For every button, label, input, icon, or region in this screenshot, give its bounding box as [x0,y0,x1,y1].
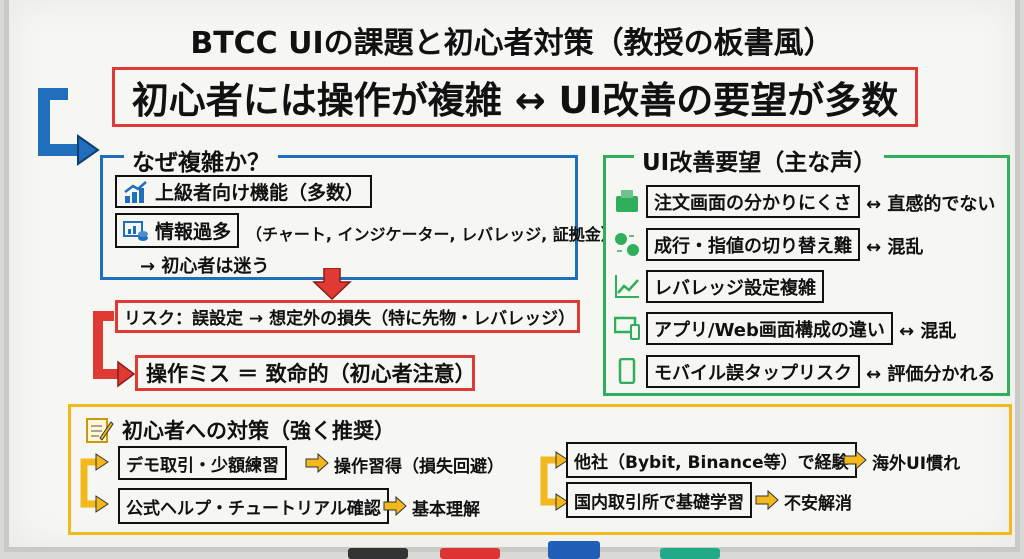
info-overload-detail: （チャート, インジケーター, レバレッジ, 証拠金） [246,225,617,244]
yellow-arrow-icon [305,453,329,473]
risk-box: リスク：誤設定 → 想定外の損失（特に先物・レバレッジ） [115,300,580,333]
ui-request-note: ↔ 直感的でない [866,194,996,215]
headline-box: 初心者には操作が複雑 ↔ UI改善の要望が多数 [112,67,918,127]
yellow-elbow-arrow-right-icon [540,451,569,511]
measure-demo-trading: デモ取引・少額練習 [118,446,287,480]
measures-box [68,404,1012,535]
switch-icon [615,233,639,256]
red-elbow-arrow-icon [93,311,136,388]
why-heading: なぜ複雑か？ [124,143,278,177]
ui-request-item: 成行・指値の切り替え難 [646,228,860,261]
yellow-arrow-icon [383,496,407,516]
advanced-features-item: 上級者向け機能（多数） [115,175,373,208]
measures-heading: 初心者への対策（強く推奨） [122,419,395,443]
measure-other-result: 海外UI慣れ [872,454,961,474]
measure-other-exchange: 他社（Bybit, Binance等）で経験 [566,442,857,478]
measure-domestic-result: 不安解消 [784,494,852,514]
mobile-icon [618,358,636,384]
page-title: BTCC UIの課題と初心者対策（教授の板書風） [190,26,834,61]
info-overload-item: 情報過多 [115,213,240,248]
ui-request-item: レバレッジ設定複雑 [646,270,824,303]
info-overload-label: 情報過多 [155,221,232,243]
ui-request-item: 注文画面の分かりにくさ [646,185,860,218]
ui-request-note: ↔ 混乱 [899,321,957,342]
ui-request-note: ↔ 混乱 [866,237,924,258]
marker-red[interactable] [440,548,500,559]
ui-request-item: モバイル誤タップリスク [646,355,860,388]
measure-official-help: 公式ヘルプ・チュートリアル確認 [118,488,389,524]
advanced-features-label: 上級者向け機能（多数） [155,182,365,204]
beginners-confused: → 初心者は迷う [140,256,270,277]
notepad-pencil-icon [86,418,114,443]
blue-elbow-arrow-icon [38,88,100,166]
yellow-arrow-icon [843,450,867,470]
eraser[interactable] [548,541,600,559]
yellow-arrow-icon [755,490,779,510]
bar-chart-icon [124,180,147,203]
ui-request-note: ↔ 評価分かれる [866,364,996,385]
operation-mistake-box: 操作ミス ＝ 致命的（初心者注意） [135,355,476,391]
monitor-coins-icon [123,220,148,241]
devices-icon [614,316,640,340]
measure-domestic-exchange: 国内取引所で基礎学習 [566,482,752,518]
marker-green[interactable] [660,548,720,559]
chart-line-icon [615,275,639,298]
red-down-arrow-icon [312,268,352,300]
order-screen-icon [616,190,638,212]
measure-help-result: 基本理解 [412,500,480,520]
ui-requests-heading: UI改善要望（主な声） [634,143,885,177]
ui-request-item: アプリ/Web画面構成の違い [646,312,893,345]
marker-black[interactable] [348,548,408,559]
measure-demo-result: 操作習得（損失回避） [334,457,504,477]
yellow-elbow-arrow-left-icon [80,453,109,513]
